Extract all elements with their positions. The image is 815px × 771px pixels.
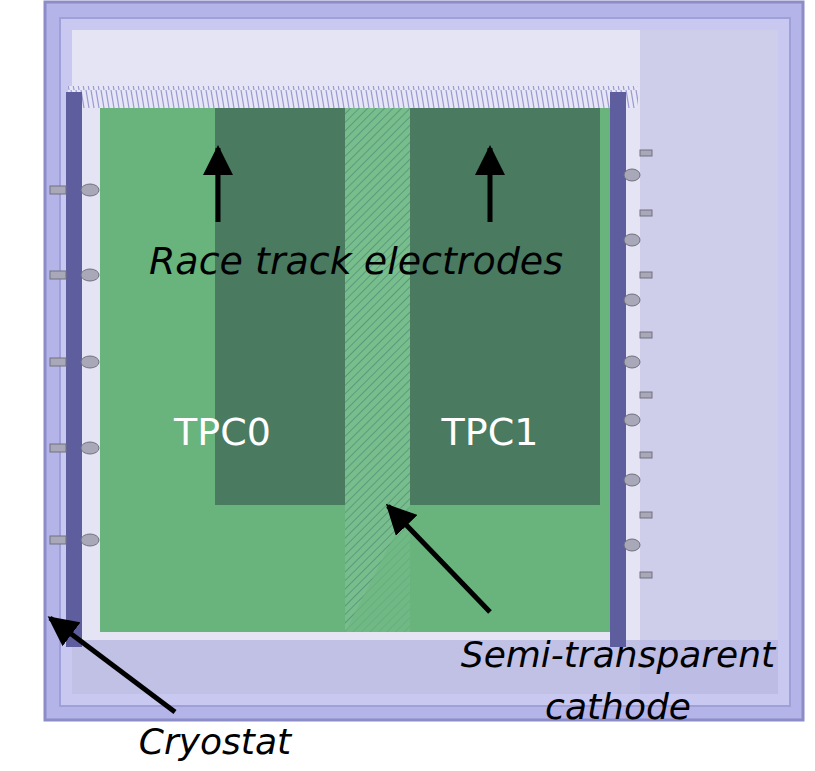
stud: [624, 414, 640, 426]
stud-pin: [50, 536, 66, 544]
race-track-rail: [68, 86, 638, 108]
tpc-label: TPC0: [174, 410, 271, 454]
tpc-label: TPC1: [442, 410, 539, 454]
stud-pin: [50, 186, 66, 194]
stud-pin: [640, 272, 652, 278]
stud-pin: [640, 150, 652, 156]
stud-pin: [50, 358, 66, 366]
tpc-volume: TPC0: [100, 108, 345, 632]
stud-pin: [640, 392, 652, 398]
stud-pin: [50, 444, 66, 452]
tpc-volume: [100, 108, 610, 632]
cryostat-inner: [72, 30, 778, 694]
stud-pin: [640, 452, 652, 458]
stud: [624, 234, 640, 246]
cryostat-side-shade: [640, 30, 778, 694]
stud: [81, 269, 99, 281]
stud-pin: [640, 572, 652, 578]
leader-arrow: [388, 506, 490, 612]
stud: [624, 356, 640, 368]
stud-pin: [50, 271, 66, 279]
part-label: Race track electrodes: [96, 236, 616, 286]
stud: [624, 474, 640, 486]
stud: [624, 169, 640, 181]
stud: [624, 294, 640, 306]
tpc1-shade: [410, 108, 600, 505]
part-label: Semi-transparent cathode: [425, 629, 811, 733]
stud-pin: [640, 210, 652, 216]
cathode-plane: [345, 108, 410, 632]
tpc-volume: TPC1: [410, 108, 610, 632]
stud: [81, 534, 99, 546]
left-studs: [50, 184, 99, 546]
stud: [81, 442, 99, 454]
stud-pin: [640, 332, 652, 338]
cathode-lower: [345, 505, 410, 632]
leader-arrow: [216, 148, 221, 222]
stud: [81, 184, 99, 196]
stud-pin: [640, 512, 652, 518]
leader-arrow: [488, 148, 493, 222]
part-label: Cryostat: [100, 718, 330, 766]
cryostat-outer: [45, 2, 803, 720]
stud: [81, 356, 99, 368]
right-studs: [624, 150, 652, 578]
field-cage-bar: [66, 92, 82, 647]
cryostat-wall: [60, 18, 790, 706]
stud: [624, 539, 640, 551]
leader-arrow: [50, 618, 175, 712]
